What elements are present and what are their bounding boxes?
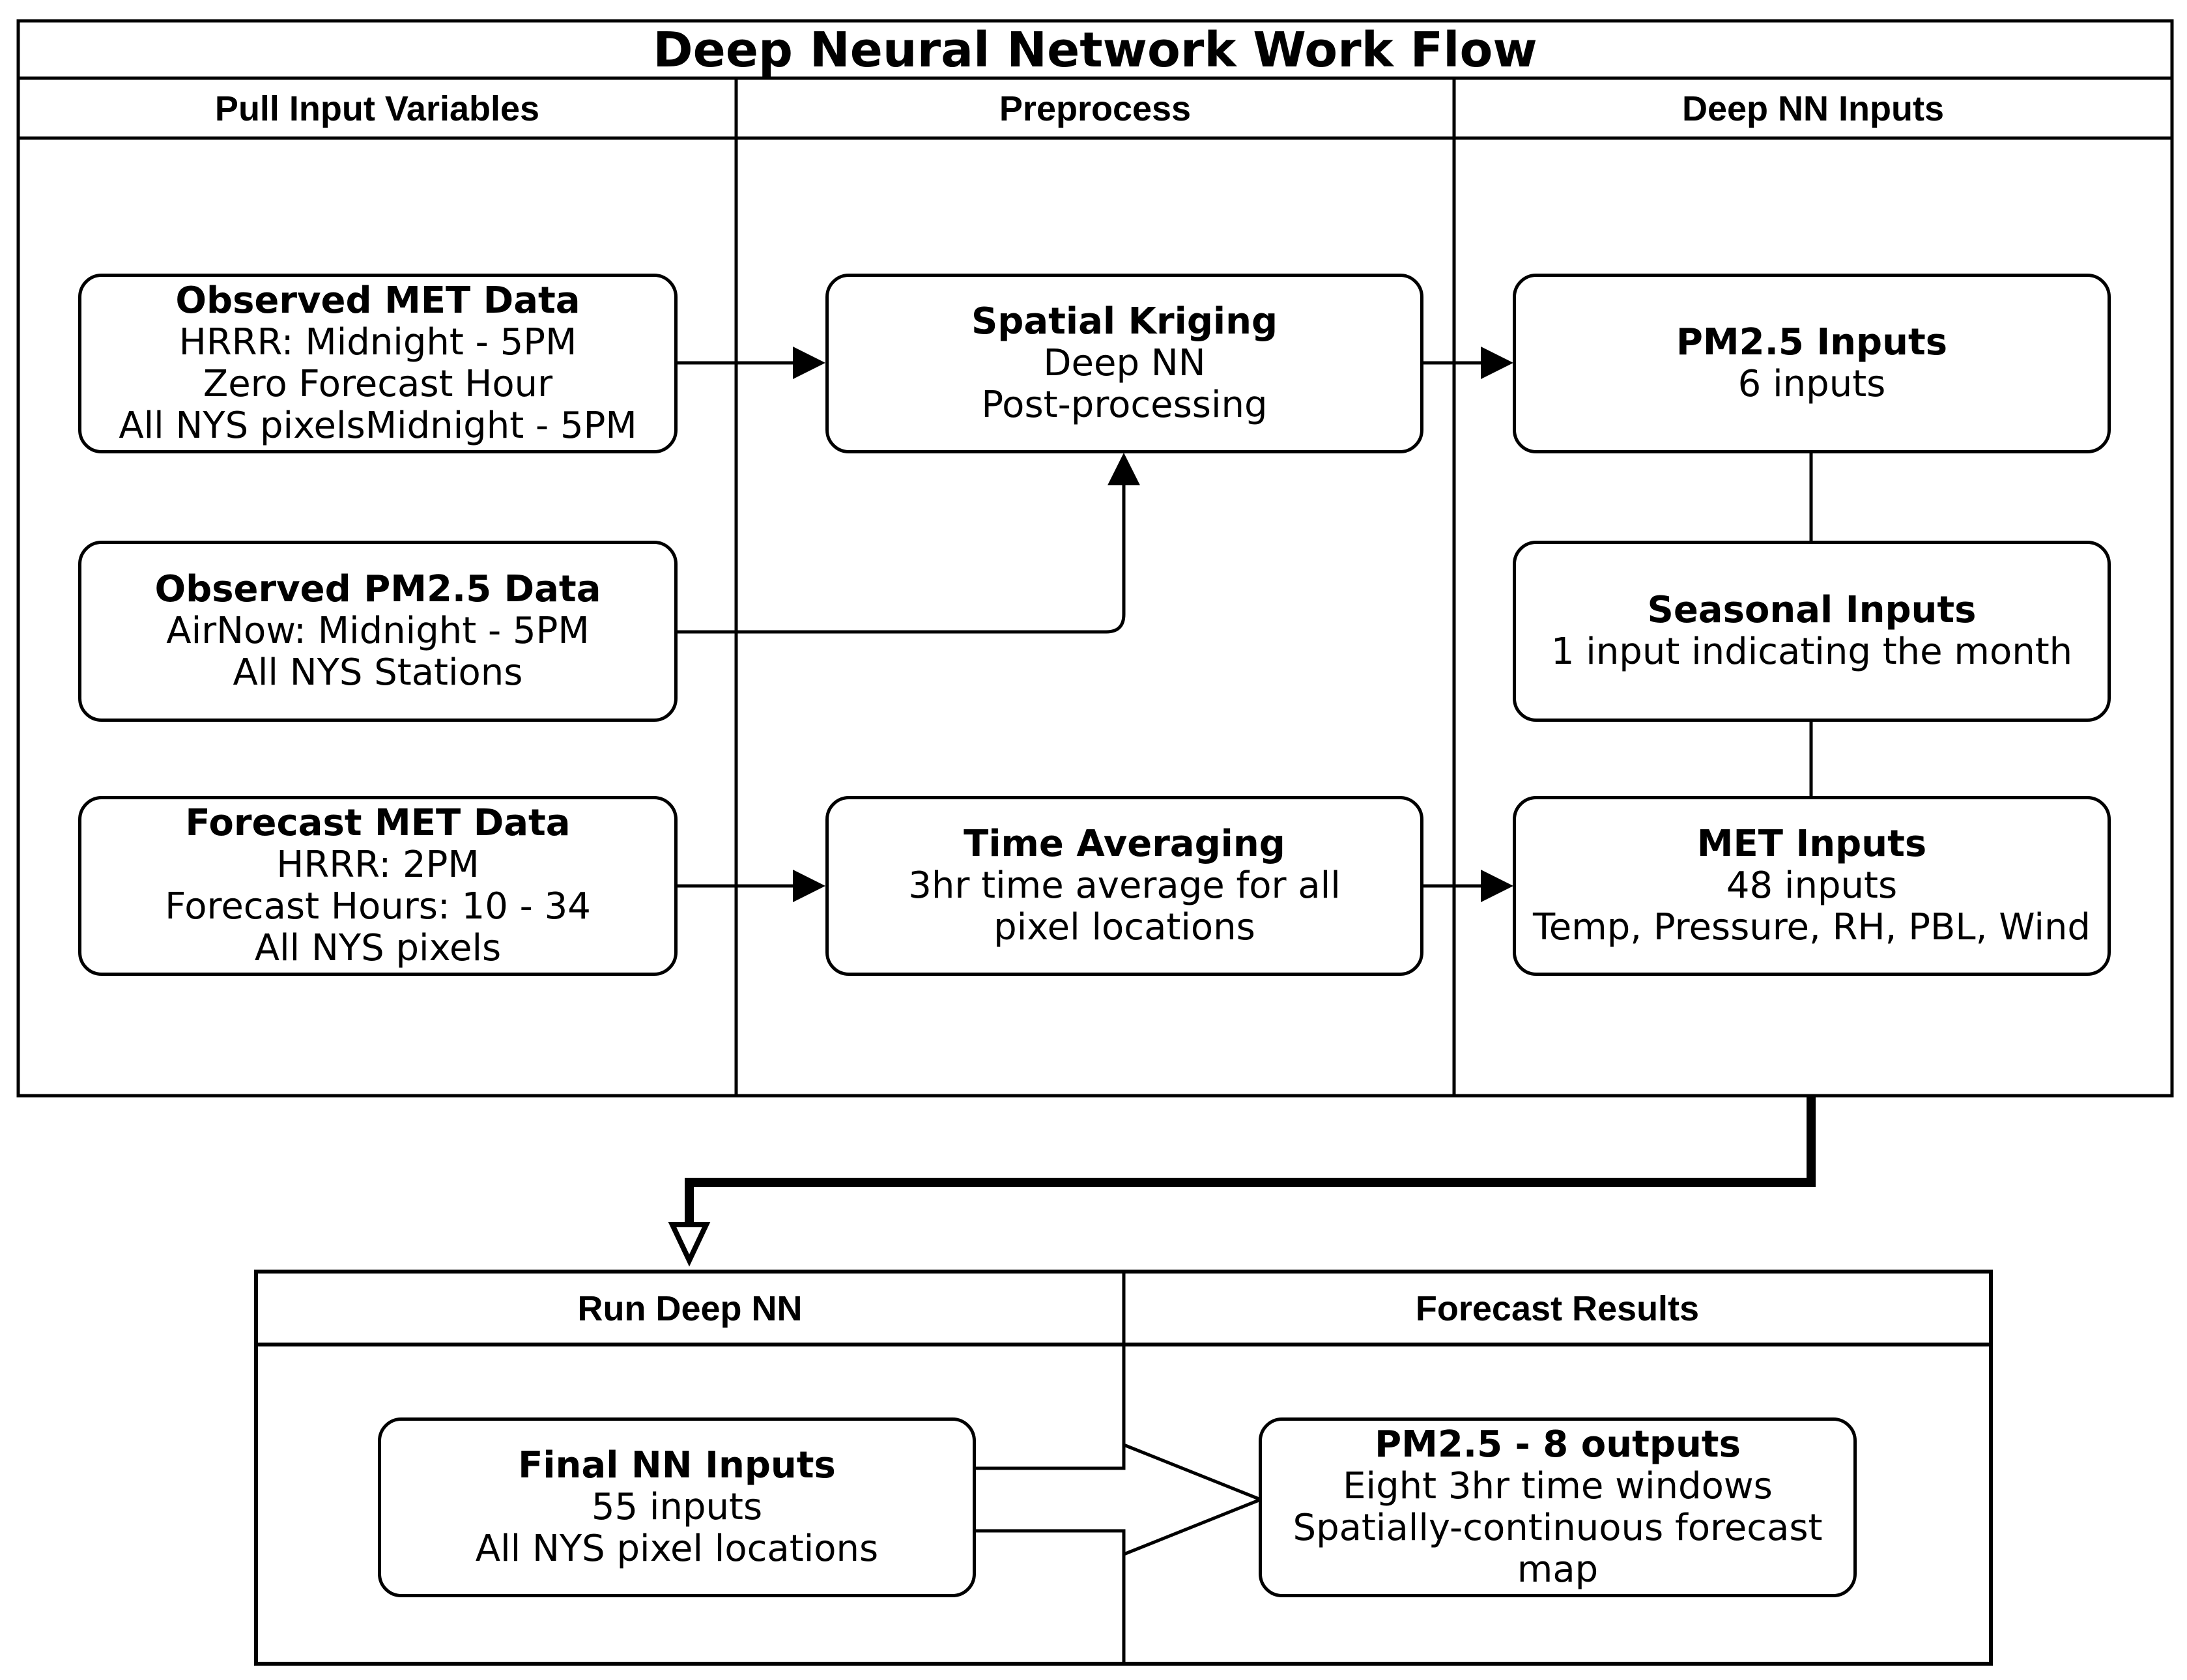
forecast-met-line-2: Forecast Hours: 10 - 34 — [165, 885, 591, 928]
box-final-nn-inputs: Final NN Inputs 55 inputs All NYS pixel … — [378, 1417, 976, 1597]
block-arrow-final-to-outputs — [974, 1442, 1265, 1557]
final-inputs-title: Final NN Inputs — [518, 1444, 836, 1487]
forecast-met-line-3: All NYS pixels — [254, 927, 502, 969]
diagram-title: Deep Neural Network Work Flow — [653, 22, 1537, 78]
lane-header-inputs: Deep NN Inputs — [1681, 89, 1945, 128]
kriging-title: Spatial Kriging — [971, 300, 1278, 343]
forecast-met-line-1: HRRR: 2PM — [276, 844, 479, 886]
lane-header-preprocess: Preprocess — [999, 89, 1192, 128]
time-averaging-title: Time Averaging — [964, 823, 1285, 865]
box-pm25-inputs: PM2.5 Inputs 6 inputs — [1513, 274, 2111, 453]
outputs-title: PM2.5 - 8 outputs — [1375, 1423, 1741, 1466]
box-spatial-kriging: Spatial Kriging Deep NN Post-processing — [825, 274, 1423, 453]
final-inputs-line-2: All NYS pixel locations — [475, 1528, 879, 1570]
kriging-line-2: Post-processing — [981, 384, 1268, 426]
thick-flow-connector — [685, 1096, 1816, 1225]
kriging-line-1: Deep NN — [1043, 342, 1206, 384]
seasonal-inputs-line-1: 1 input indicating the month — [1551, 631, 2073, 673]
top-swimlane-frame — [16, 19, 2174, 1098]
box-met-inputs: MET Inputs 48 inputs Temp, Pressure, RH,… — [1513, 796, 2111, 976]
met-inputs-line-1: 48 inputs — [1726, 864, 1898, 907]
outputs-line-3: map — [1517, 1548, 1599, 1591]
lane-header-run: Run Deep NN — [577, 1289, 803, 1328]
arrow-observed-pm-to-kriging — [678, 453, 1140, 634]
outputs-line-1: Eight 3hr time windows — [1343, 1465, 1773, 1507]
box-observed-met-data: Observed MET Data HRRR: Midnight - 5PM Z… — [78, 274, 678, 453]
observed-met-title: Observed MET Data — [175, 279, 580, 322]
box-pm25-outputs: PM2.5 - 8 outputs Eight 3hr time windows… — [1259, 1417, 1857, 1597]
box-seasonal-inputs: Seasonal Inputs 1 input indicating the m… — [1513, 541, 2111, 722]
met-inputs-line-2: Temp, Pressure, RH, PBL, Wind — [1533, 906, 2091, 948]
pm25-inputs-title: PM2.5 Inputs — [1676, 321, 1948, 363]
final-inputs-line-1: 55 inputs — [591, 1486, 763, 1528]
observed-met-line-1: HRRR: Midnight - 5PM — [179, 321, 577, 363]
box-observed-pm25-data: Observed PM2.5 Data AirNow: Midnight - 5… — [78, 541, 678, 722]
box-time-averaging: Time Averaging 3hr time average for all … — [825, 796, 1423, 976]
observed-pm25-line-2: All NYS Stations — [233, 651, 523, 694]
time-averaging-line-2: pixel locations — [993, 906, 1255, 948]
observed-met-line-3: All NYS pixelsMidnight - 5PM — [119, 405, 637, 447]
thick-flow-arrowhead — [668, 1222, 711, 1267]
time-averaging-line-1: 3hr time average for all — [908, 864, 1341, 907]
pm25-inputs-line-1: 6 inputs — [1737, 363, 1886, 405]
observed-pm25-line-1: AirNow: Midnight - 5PM — [166, 610, 590, 652]
lane-header-pull: Pull Input Variables — [214, 89, 540, 128]
lane-header-results: Forecast Results — [1415, 1289, 1700, 1328]
seasonal-inputs-title: Seasonal Inputs — [1647, 589, 1977, 631]
outputs-line-2: Spatially-continuous forecast — [1293, 1507, 1823, 1549]
forecast-met-title: Forecast MET Data — [185, 802, 571, 844]
met-inputs-title: MET Inputs — [1696, 823, 1927, 865]
observed-pm25-title: Observed PM2.5 Data — [154, 568, 601, 610]
box-forecast-met-data: Forecast MET Data HRRR: 2PM Forecast Hou… — [78, 796, 678, 976]
observed-met-line-2: Zero Forecast Hour — [203, 363, 553, 405]
